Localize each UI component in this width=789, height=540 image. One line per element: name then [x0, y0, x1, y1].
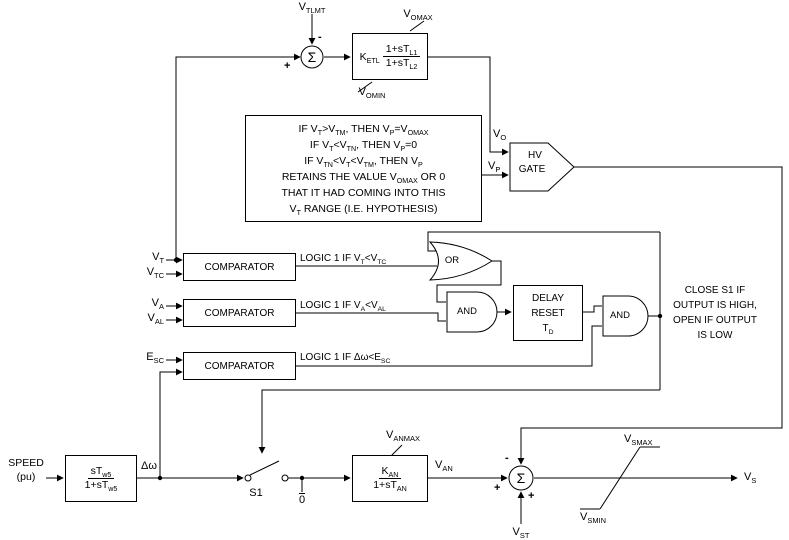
- sum2-minus-top-sign: -: [505, 452, 509, 464]
- vp-label: VP: [488, 160, 501, 175]
- s1-note: CLOSE S1 IF OUTPUT IS HIGH, OPEN IF OUTP…: [658, 283, 772, 343]
- kan-block: KAN 1+sTAN: [352, 455, 428, 502]
- zero-input-label: 0: [294, 494, 310, 506]
- s1-note-line-2: OUTPUT IS HIGH,: [673, 300, 757, 311]
- wire-vo: [428, 56, 509, 156]
- wire-latch-feedback-to-or: [427, 231, 660, 252]
- s1-note-line-3: OPEN IF OUTPUT: [673, 315, 757, 326]
- washout-block: sTw5 1+sTw5: [65, 455, 137, 502]
- vt-input-label: VT: [152, 251, 164, 266]
- hypothesis-line-1: IF VT>VTM, THEN VP=VOMAX: [298, 122, 429, 137]
- hypothesis-line-2: IF VT<VTN, THEN VP=0: [309, 138, 418, 153]
- speed-label-line-1: SPEED: [8, 457, 44, 469]
- wire-c2-out: [296, 312, 446, 322]
- sum1-sigma: Σ: [307, 49, 317, 65]
- hv-gate-label-2: GATE: [518, 164, 546, 175]
- ketl-fraction: 1+sTL1 1+sTL2: [382, 43, 421, 72]
- hypothesis-line-6: VT RANGE (I.E. HYPOTHESIS): [289, 202, 438, 217]
- zero-value: 0: [298, 494, 306, 506]
- delay-line-2: RESET: [531, 307, 565, 319]
- hypothesis-line-5: THAT IT HAD COMING INTO THIS: [281, 186, 446, 199]
- esc-input-label: ESC: [146, 351, 164, 366]
- kan-numerator: KAN: [378, 465, 402, 479]
- hv-gate-label-1: HV: [528, 150, 542, 161]
- logic1-va-label: LOGIC 1 IF VA<VAL: [300, 300, 386, 313]
- vtc-input-label: VTC: [146, 266, 164, 281]
- washout-numerator: sTw5: [87, 465, 115, 479]
- vomin-label: VOMIN: [358, 86, 386, 101]
- junction-dot-domega: [157, 475, 163, 481]
- speed-label-line-2: (pu): [16, 471, 36, 483]
- kan-denominator: 1+sTAN: [373, 479, 407, 494]
- s1-note-line-4: IS LOW: [697, 330, 733, 341]
- va-input-label: VA: [151, 297, 164, 312]
- vomax-limiter-tick: [409, 20, 425, 32]
- wire-vt-riser-to-sum1: [175, 53, 301, 260]
- switch-contact-left: [244, 474, 252, 482]
- sum1-minus-sign: -: [318, 31, 322, 43]
- junction-dot-and2: [657, 313, 663, 319]
- hypothesis-box: IF VT>VTM, THEN VP=VOMAX IF VT<VTN, THEN…: [245, 115, 482, 222]
- summing-junction-2: [508, 465, 534, 491]
- wire-td-out: [583, 305, 602, 313]
- switch-lever: [249, 460, 280, 476]
- comparator-1: COMPARATOR: [183, 253, 296, 281]
- hypothesis-line-3: IF VTN<VT<VTM, THEN VP: [304, 154, 423, 169]
- wire-or-out: [436, 260, 502, 303]
- logic1-domega-label: LOGIC 1 IF Δω<ESC: [300, 352, 391, 365]
- sum2-sigma: Σ: [516, 470, 526, 486]
- delta-omega-label: Δω: [141, 460, 157, 472]
- wire-s1-control: [258, 389, 660, 454]
- speed-input-label: SPEED (pu): [4, 456, 48, 484]
- vo-label: VO: [493, 128, 507, 143]
- or-gate-shape: [428, 241, 493, 281]
- ketl-numerator: 1+sTL1: [382, 43, 421, 57]
- summing-junction-1: [300, 45, 324, 69]
- vsmin-label: VSMIN: [580, 511, 607, 526]
- sum2-plus-left-sign: +: [494, 482, 501, 494]
- hypothesis-line-4: RETAINS THE VALUE VOMAX OR 0: [281, 170, 446, 185]
- vtlmt-label: VTLMT: [298, 1, 326, 16]
- switch-contact-right: [281, 474, 289, 482]
- or-gate-label: OR: [444, 255, 460, 266]
- vsmax-label: VSMAX: [624, 433, 653, 448]
- washout-fraction: sTw5 1+sTw5: [82, 465, 121, 494]
- junction-dot-zero: [299, 475, 305, 481]
- s1-switch-label: S1: [249, 487, 263, 499]
- delay-reset-block: DELAY RESET TD: [513, 285, 583, 341]
- and1-gate-shape: [446, 291, 498, 333]
- and2-gate-shape: [602, 295, 649, 337]
- vanmax-label: VANMAX: [386, 429, 420, 444]
- s1-note-line-1: CLOSE S1 IF: [684, 285, 746, 296]
- washout-denominator: 1+sTw5: [84, 479, 118, 494]
- delay-line-3: TD: [542, 322, 554, 336]
- van-label: VAN: [435, 459, 453, 474]
- ketl-gain: KETL: [359, 50, 380, 65]
- ketl-denominator: 1+sTL2: [385, 57, 418, 72]
- sum2-plus-bottom-sign: +: [528, 490, 535, 502]
- logic1-vt-label: LOGIC 1 IF VT<VTC: [300, 253, 387, 266]
- and1-gate-label: AND: [456, 306, 478, 317]
- ketl-block: KETL 1+sTL1 1+sTL2: [352, 33, 428, 80]
- kan-fraction: KAN 1+sTAN: [370, 465, 410, 494]
- hv-gate-shape: [509, 142, 575, 192]
- delay-line-1: DELAY: [531, 292, 565, 304]
- sum1-plus-sign: +: [284, 60, 291, 72]
- val-input-label: VAL: [147, 312, 164, 327]
- vst-label: VST: [512, 526, 530, 540]
- comparator-2: COMPARATOR: [183, 299, 296, 327]
- vs-limiter-diagonal: [599, 446, 641, 510]
- vs-output-label: VS: [744, 471, 757, 486]
- wire-c3-out: [296, 325, 602, 367]
- junction-dot-vt: [173, 257, 179, 263]
- comparator-3: COMPARATOR: [183, 352, 296, 380]
- vomax-label: VOMAX: [403, 8, 433, 23]
- and2-gate-label: AND: [609, 310, 631, 321]
- wire-hvgate-feedback: [517, 166, 783, 465]
- wire-domega-riser: [159, 368, 183, 478]
- vomin-limiter-tick: [357, 81, 373, 93]
